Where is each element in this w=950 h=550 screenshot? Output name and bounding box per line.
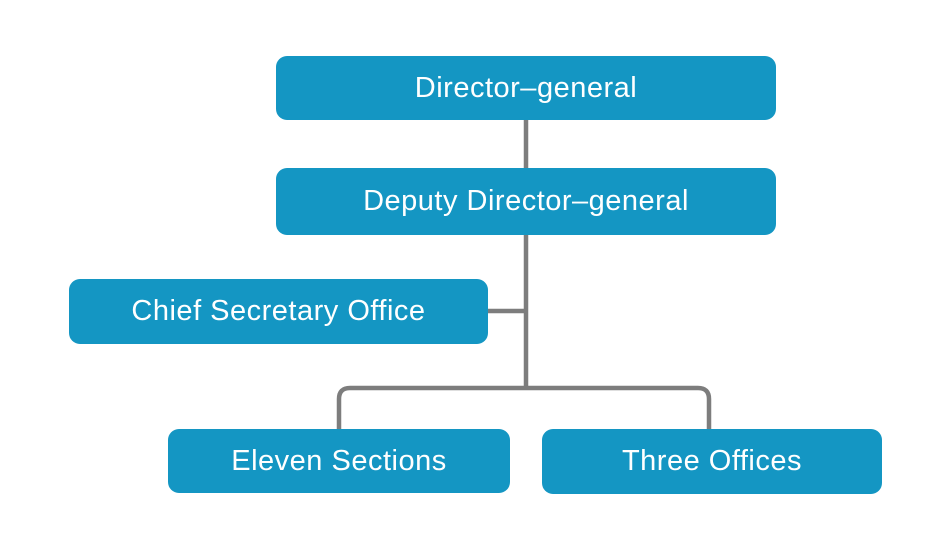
node-deputy-director-general-label: Deputy Director–general bbox=[363, 185, 689, 217]
edge-children-bracket bbox=[336, 385, 712, 429]
node-chief-secretary-office: Chief Secretary Office bbox=[69, 279, 488, 344]
node-director-general-label: Director–general bbox=[414, 71, 638, 104]
node-three-offices-label: Three Offices bbox=[621, 445, 803, 477]
node-three-offices: Three Offices bbox=[542, 429, 882, 494]
node-director-general: Director–general bbox=[276, 56, 776, 120]
node-chief-secretary-office-label: Chief Secretary Office bbox=[131, 295, 426, 327]
node-eleven-sections: Eleven Sections bbox=[168, 429, 510, 493]
node-eleven-sections-label: Eleven Sections bbox=[231, 444, 447, 477]
node-deputy-director-general: Deputy Director–general bbox=[276, 168, 776, 235]
